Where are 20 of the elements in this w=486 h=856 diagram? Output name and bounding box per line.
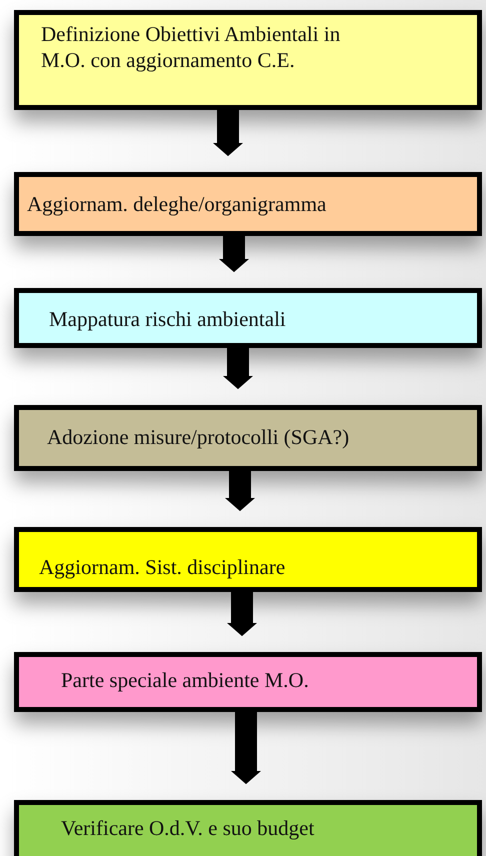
block-arrow [225,471,255,512]
block-arrow [227,592,257,636]
process-box [14,800,482,856]
step-text: Parte speciale ambiente M.O. [61,667,310,694]
step-text: Aggiornam. deleghe/organigramma [27,191,328,218]
block-arrow [231,712,261,784]
block-arrow [223,348,253,390]
step-text: Definizione Obiettivi Ambientali in M.O. con aggiornamento C.E. [41,21,342,74]
step-text: Verificare O.d.V. e suo budget [61,815,316,842]
process-box [14,288,482,348]
process-box [14,405,482,471]
block-arrow [213,110,243,156]
step-text: Aggiornam. Sist. disciplinare [39,554,286,580]
step-text: Adozione misure/protocolli (SGA?) [47,424,350,450]
block-arrow [219,236,249,272]
process-box [14,527,482,592]
step-text: Mappatura rischi ambientali [49,306,287,332]
process-box [14,10,482,110]
process-box [14,652,482,712]
process-box [14,172,482,236]
